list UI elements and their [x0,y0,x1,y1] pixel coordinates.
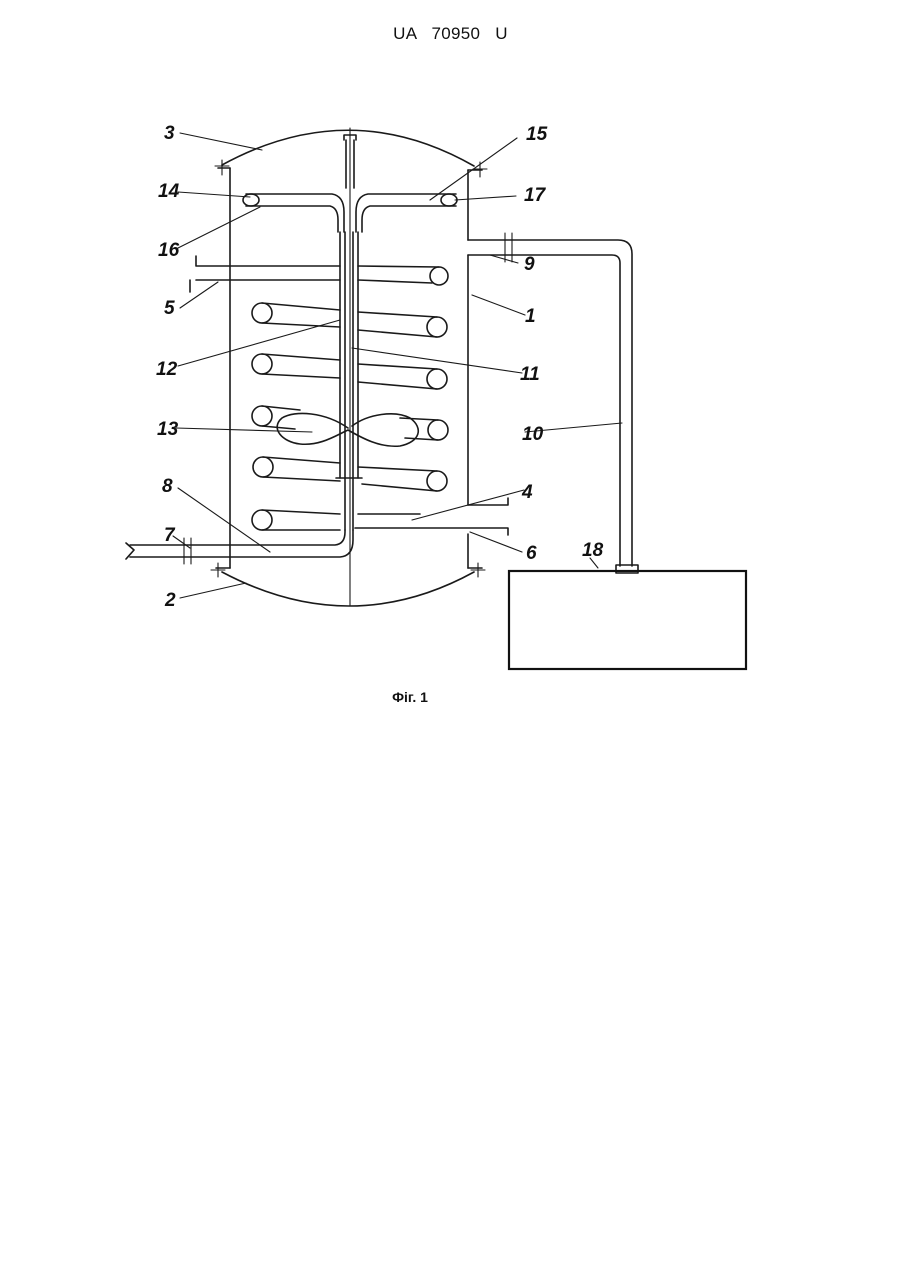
label-8: 8 [162,476,173,497]
label-14: 14 [158,181,180,202]
tank [509,571,746,669]
label-6: 6 [526,543,537,564]
label-13: 13 [157,419,179,440]
lower-plate [355,498,508,535]
label-7: 7 [164,525,176,546]
label-11: 11 [520,364,540,385]
inlet-pipe [126,530,353,564]
label-16: 16 [158,240,180,261]
label-5: 5 [164,298,175,319]
label-12: 12 [156,359,178,380]
label-10: 10 [522,424,544,445]
outlet-pipe [468,233,638,573]
label-9: 9 [524,254,535,275]
reference-numerals: 3 15 14 17 16 9 5 1 12 11 13 10 8 4 7 6 … [156,123,604,611]
label-15: 15 [526,124,548,145]
bottom-dome [222,572,474,606]
label-3: 3 [164,123,175,144]
label-1: 1 [525,306,536,327]
vessel-body [216,168,482,568]
label-17: 17 [524,185,547,206]
figure-caption: Фіг. 1 [392,689,428,705]
impeller [277,413,418,446]
label-18: 18 [582,540,604,561]
upper-plate [190,256,340,292]
label-4: 4 [521,482,533,503]
label-2: 2 [164,590,176,611]
